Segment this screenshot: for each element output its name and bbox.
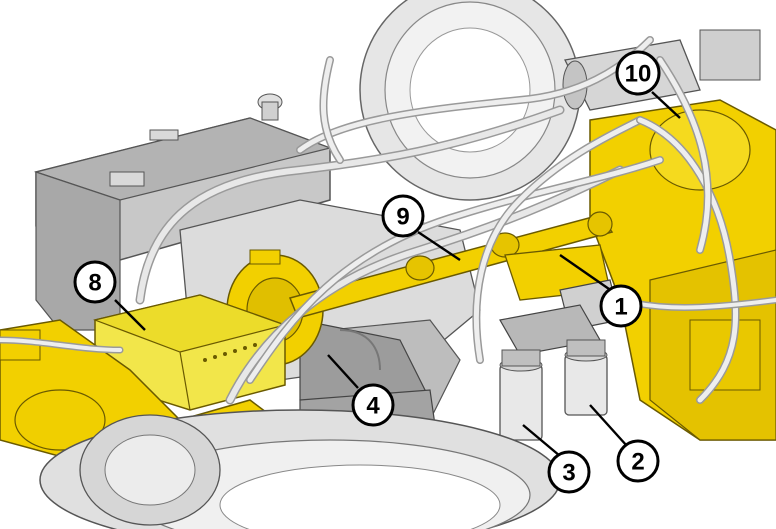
filter-2 — [564, 339, 608, 416]
transmission — [589, 99, 776, 441]
callout-2: 2 — [616, 439, 660, 483]
callout-8: 8 — [73, 260, 117, 304]
callout-4-label: 4 — [366, 393, 380, 420]
front-wheel — [39, 409, 561, 529]
callout-9-label: 9 — [396, 204, 409, 231]
callout-10-label: 10 — [625, 61, 652, 88]
callout-1: 1 — [599, 284, 643, 328]
callout-1-label: 1 — [614, 294, 627, 321]
leader-3 — [522, 424, 561, 457]
callout-4: 4 — [351, 383, 395, 427]
leader-1 — [559, 254, 610, 290]
callout-8-label: 8 — [88, 270, 101, 297]
callout-2-label: 2 — [631, 449, 644, 476]
callout-10: 10 — [615, 50, 661, 96]
motor — [562, 29, 761, 111]
leader-2 — [589, 404, 628, 447]
callout-3: 3 — [547, 450, 591, 494]
leader-8 — [114, 299, 146, 331]
callout-3-label: 3 — [562, 460, 575, 487]
leader-10 — [651, 91, 681, 119]
filter-3 — [499, 349, 543, 441]
leader-lines — [114, 91, 681, 457]
leader-9 — [417, 231, 461, 261]
hoses — [0, 36, 776, 405]
callout-9: 9 — [381, 194, 425, 238]
leader-4 — [327, 354, 359, 389]
